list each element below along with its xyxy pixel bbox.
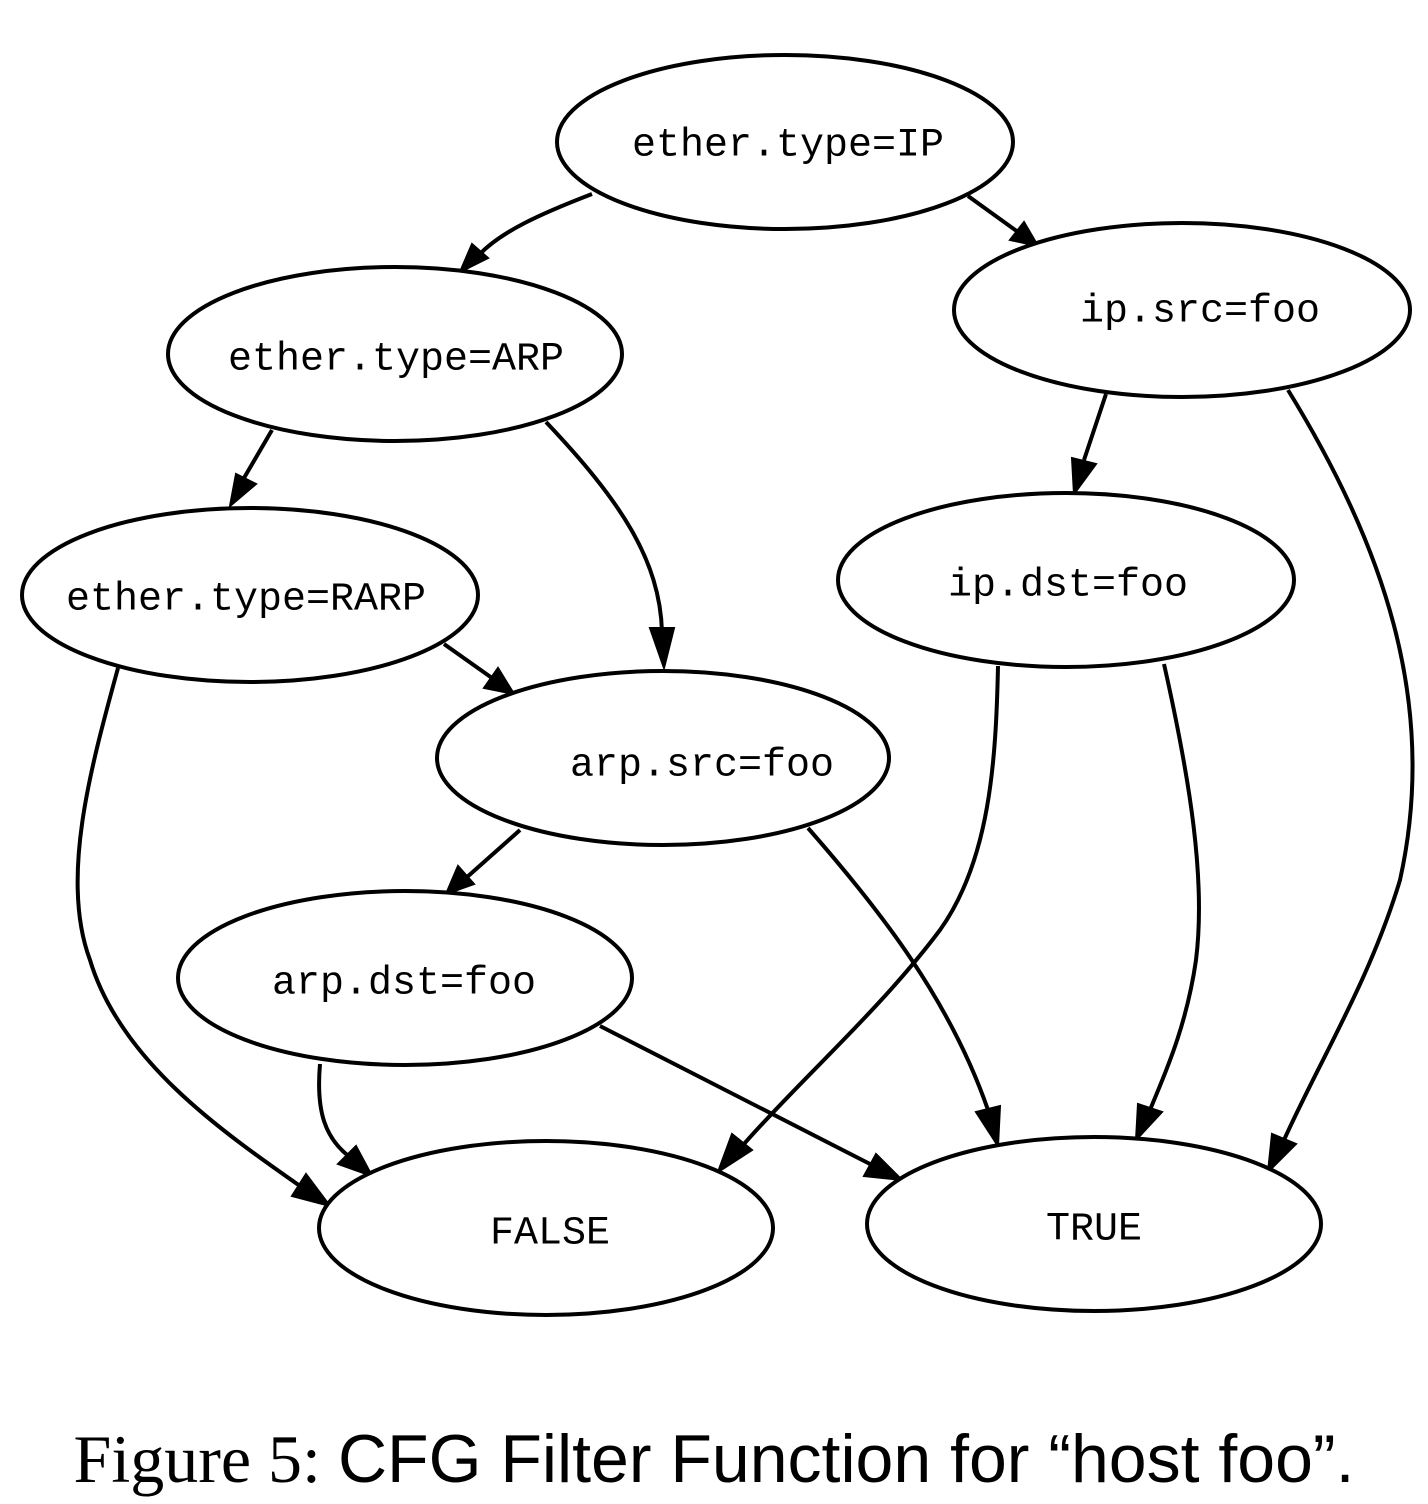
edge-ip-dst-to-true	[1134, 663, 1201, 1143]
nodes: ether.type=IP ip.src=foo ether.type=ARP …	[20, 53, 1412, 1317]
arrowhead	[862, 1152, 905, 1182]
node-label: FALSE	[490, 1212, 610, 1257]
arrowhead	[716, 1132, 754, 1175]
node-label: arp.src=foo	[570, 744, 834, 789]
arrowhead	[974, 1104, 1002, 1150]
node-arp-src-foo: arp.src=foo	[435, 669, 891, 847]
edges	[75, 192, 1415, 1208]
edge-arp-dst-to-true	[599, 1024, 905, 1182]
edge-ether-ip-to-ether-arp	[458, 192, 593, 275]
node-label: arp.dst=foo	[272, 962, 536, 1007]
arrowhead	[336, 1144, 375, 1178]
arrowhead	[458, 242, 490, 275]
arrowhead	[444, 864, 476, 896]
arrowhead	[1008, 220, 1041, 248]
arrowhead	[228, 472, 258, 509]
node-ip-dst-foo: ip.dst=foo	[836, 491, 1296, 669]
caption-text: CFG Filter Function for “host foo”.	[337, 1421, 1355, 1497]
node-label: ip.dst=foo	[948, 564, 1188, 609]
node-label: ether.type=IP	[632, 124, 944, 169]
edge-ether-ip-to-ip-src	[966, 194, 1041, 248]
edge-arp-dst-to-false	[317, 1063, 375, 1178]
node-false: FALSE	[317, 1139, 775, 1317]
edge-ip-dst-to-false	[716, 665, 1000, 1175]
edge-arp-src-to-true	[806, 826, 1002, 1150]
edge-ether-arp-to-arp-src	[544, 420, 676, 672]
arrowhead	[648, 627, 676, 672]
edge-ether-rarp-to-arp-src	[442, 642, 517, 696]
node-true: TRUE	[865, 1135, 1323, 1313]
node-label: ether.type=RARP	[66, 578, 426, 623]
node-label: ip.src=foo	[1080, 290, 1320, 335]
node-ether-type-ip: ether.type=IP	[555, 53, 1015, 231]
edge-ether-rarp-to-false	[75, 667, 333, 1208]
node-ether-type-arp: ether.type=ARP	[166, 265, 624, 443]
node-ip-src-foo: ip.src=foo	[952, 221, 1412, 399]
arrowhead	[290, 1172, 333, 1208]
edge-ether-arp-to-ether-rarp	[228, 428, 274, 509]
figure-caption: Figure 5: CFG Filter Function for “host …	[0, 1420, 1428, 1499]
edge-arp-src-to-arp-dst	[444, 828, 522, 896]
arrowhead	[1266, 1132, 1298, 1175]
cfg-diagram: ether.type=IP ip.src=foo ether.type=ARP …	[20, 53, 1415, 1317]
node-label: TRUE	[1046, 1208, 1142, 1253]
node-label: ether.type=ARP	[228, 338, 564, 383]
caption-label: Figure 5:	[73, 1421, 321, 1497]
edge-ip-src-to-ip-dst	[1070, 393, 1108, 497]
node-arp-dst-foo: arp.dst=foo	[176, 889, 634, 1067]
edge-ip-src-to-true	[1266, 388, 1415, 1175]
arrowhead	[1134, 1102, 1164, 1143]
arrowhead	[1070, 456, 1098, 497]
arrowhead	[482, 666, 517, 696]
node-ether-type-rarp: ether.type=RARP	[20, 506, 480, 684]
